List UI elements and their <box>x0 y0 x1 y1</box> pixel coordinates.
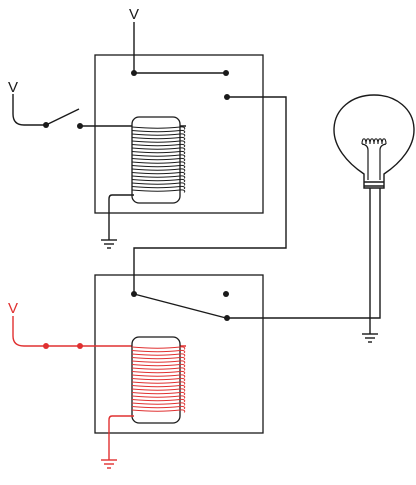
coil-winding <box>131 136 186 141</box>
red-supply-wire <box>12 316 186 347</box>
coil-winding <box>131 388 186 392</box>
relay-interconnect-wire <box>133 96 287 294</box>
upper-supply-wire <box>133 22 226 74</box>
switch-supply-wire <box>12 94 46 126</box>
coil-winding <box>131 147 186 151</box>
coil-winding <box>131 182 186 186</box>
lower-ground-symbol <box>101 459 117 469</box>
coil-winding <box>131 164 186 169</box>
coil-winding <box>131 360 186 364</box>
coil-winding <box>131 374 186 378</box>
coil-winding <box>131 356 186 361</box>
red-node-1 <box>43 343 49 349</box>
coil-winding <box>131 398 186 403</box>
coil-winding <box>131 171 186 176</box>
lower-relay-coil <box>131 336 186 424</box>
coil-winding <box>131 129 186 134</box>
upper-relay-box <box>94 54 264 214</box>
coil-winding <box>131 367 186 371</box>
v-red-label: V <box>8 300 18 317</box>
lamp-ground-symbol <box>362 333 378 343</box>
upper-relay-coil <box>131 116 186 204</box>
coil-winding <box>131 363 186 368</box>
upper-contact-nc <box>223 70 229 76</box>
coil-winding <box>131 391 186 396</box>
coil-winding <box>131 143 186 148</box>
coil-winding <box>131 133 186 137</box>
lower-relay-box <box>94 274 264 434</box>
coil-winding <box>131 405 186 410</box>
red-node-2 <box>77 343 83 349</box>
upper-contact-common <box>131 70 137 76</box>
coil-winding <box>131 175 186 179</box>
coil-winding <box>131 349 186 354</box>
coil-winding <box>131 126 186 130</box>
lamp-feed-wire <box>227 188 381 319</box>
coil-winding <box>131 178 186 183</box>
coil-winding <box>131 185 186 190</box>
coil-winding <box>131 161 186 165</box>
lower-armature <box>133 293 227 319</box>
upper-ground-wire <box>108 194 134 240</box>
coil-winding <box>131 150 186 155</box>
lower-ground-wire <box>108 415 134 460</box>
lower-contact-nc <box>223 291 229 297</box>
coil-winding <box>131 409 186 413</box>
coil-winding <box>131 381 186 385</box>
coil-winding <box>131 370 186 375</box>
v-top-label: V <box>129 6 139 23</box>
upper-ground-symbol <box>101 239 117 249</box>
coil-winding <box>131 168 186 172</box>
coil-winding <box>131 384 186 389</box>
coil-winding <box>131 140 186 144</box>
coil-winding <box>131 353 186 357</box>
coil-winding <box>131 154 186 158</box>
coil-winding <box>131 395 186 399</box>
lamp-bulb-icon <box>333 94 415 189</box>
coil-winding <box>131 157 186 162</box>
coil-winding <box>131 377 186 382</box>
coil-winding <box>131 402 186 406</box>
coil-winding <box>131 189 186 193</box>
v-left-label: V <box>8 79 18 96</box>
switch-blade <box>45 108 80 126</box>
coil-winding <box>131 346 186 350</box>
